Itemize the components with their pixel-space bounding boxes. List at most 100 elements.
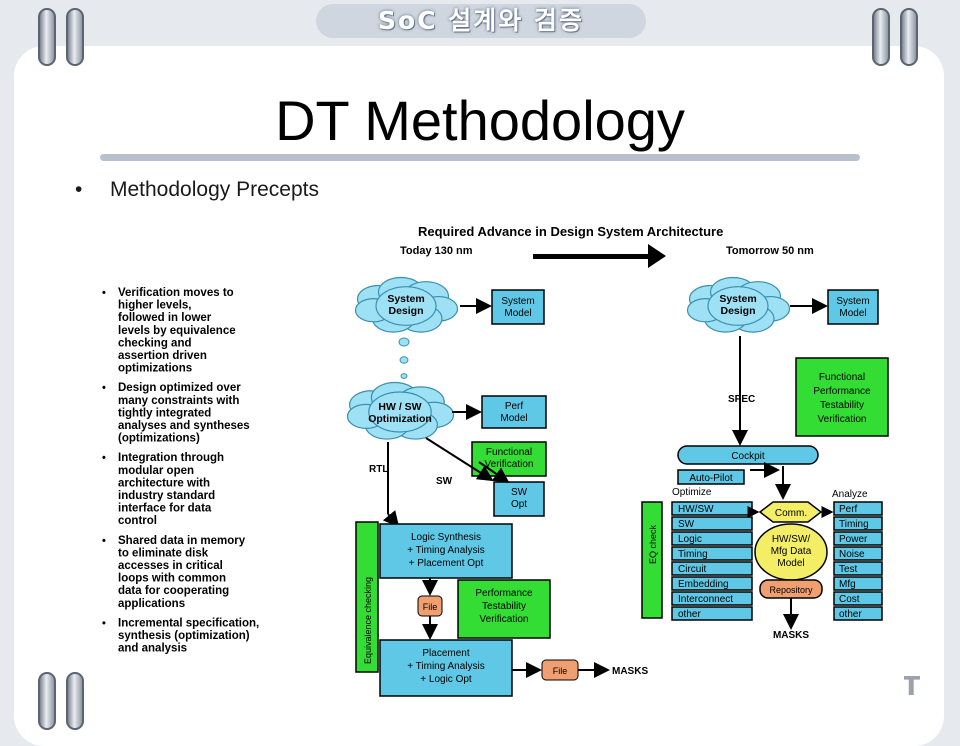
binder-ring-icon [872, 8, 890, 66]
perf-model-label: Model [500, 413, 527, 424]
repository-label: Repository [769, 585, 813, 595]
analyze-item-box [833, 591, 883, 606]
precept-line: Incremental specification, [118, 617, 259, 629]
arrow-sw [425, 437, 494, 482]
hwsw-optimization-cloud [346, 381, 455, 440]
precept-line: industry standard [118, 490, 215, 502]
analyze-item-box [833, 561, 883, 576]
functional-performance-box [795, 357, 889, 437]
functional-performance-label: Performance [813, 386, 871, 397]
arrow-to-sw-opt [478, 461, 510, 484]
precept-line: checking and [118, 337, 192, 349]
precept-line: to eliminate disk [118, 547, 209, 559]
comm-label: Comm. [775, 508, 807, 519]
optimize-item-label: other [678, 609, 701, 620]
precept-line: control [118, 515, 157, 527]
analyze-item-box [833, 576, 883, 591]
precept-line: and analysis [118, 643, 187, 655]
optimize-item-box [671, 591, 753, 606]
analyze-item-label: Test [839, 564, 858, 575]
analyze-label: Analyze [832, 489, 868, 500]
eq-check-bar [641, 501, 663, 619]
auto-pilot-label: Auto-Pilot [689, 473, 733, 484]
analyze-item-label: Power [839, 534, 868, 545]
data-model-label: Model [777, 558, 804, 569]
analyze-item-label: Mfg [839, 579, 856, 590]
slide: SoC 설계와 검증 DT Methodology • Methodology … [14, 4, 944, 746]
precept-bullet: • [102, 535, 106, 547]
precept-line: tightly integrated [118, 407, 211, 419]
performance-testability-label: Verification [480, 614, 529, 625]
masks-label-left: MASKS [612, 666, 648, 677]
optimize-item-label: Interconnect [678, 594, 733, 605]
precept-line: Verification moves to [118, 287, 234, 299]
logic-synthesis-label: + Timing Analysis [407, 545, 485, 556]
tomorrow-label: Tomorrow 50 nm [726, 245, 814, 257]
system-design-label: Design [388, 305, 423, 317]
sw-label: SW [436, 476, 453, 487]
logic-synthesis-box [379, 523, 513, 579]
precept-bullet: • [102, 382, 106, 394]
logic-synthesis-label: Logic Synthesis [411, 532, 481, 543]
analyze-item-label: Noise [839, 549, 865, 560]
analyze-item-label: Timing [839, 519, 869, 530]
precept-line: data for cooperating [118, 585, 229, 597]
cockpit-label: Cockpit [731, 451, 765, 462]
perf-model-label: Perf [505, 401, 524, 412]
advance-arrow-head [648, 244, 666, 268]
slide-title: DT Methodology [275, 89, 685, 152]
optimize-item-label: Timing [678, 549, 708, 560]
optimize-item-box [671, 561, 753, 576]
functional-performance-label: Verification [818, 414, 867, 425]
rtl-label: RTL [369, 464, 388, 475]
analyze-item-box [833, 501, 883, 516]
diagram-heading: Required Advance in Design System Archit… [418, 224, 723, 239]
data-model-label: HW/SW/ [772, 534, 811, 545]
system-design-cloud-right [686, 276, 791, 333]
binder-ring-icon [900, 8, 918, 66]
comm-hexagon [758, 501, 823, 523]
masks-label-right: MASKS [773, 630, 809, 641]
thought-bubble [400, 373, 408, 379]
thought-bubble [398, 337, 410, 347]
precept-line: optimizations [118, 363, 192, 375]
equivalence-checking-label: Equivalence checking [363, 577, 373, 664]
analyze-item-label: other [839, 609, 862, 620]
output-file-label: File [553, 666, 568, 676]
functional-verification-label: Verification [485, 459, 534, 470]
precept-line: applications [118, 598, 185, 610]
precept-bullet: • [102, 287, 106, 299]
placement-label: Placement [422, 648, 469, 659]
precept-line: (optimizations) [118, 433, 200, 445]
bullet-text: Methodology Precepts [110, 178, 319, 201]
functional-performance-label: Testability [820, 400, 864, 411]
precept-line: Integration through [118, 452, 224, 464]
precept-line: followed in lower [118, 312, 212, 324]
precept-line: loops with common [118, 573, 226, 585]
precept-line: architecture with [118, 477, 210, 489]
title-underline [100, 154, 860, 161]
file-label: File [423, 602, 438, 612]
cloud-lobe [707, 286, 769, 326]
optimize-item-label: HW/SW [678, 504, 714, 515]
placement-label: + Logic Opt [420, 674, 472, 685]
precept-line: higher levels, [118, 300, 192, 312]
analyze-item-box [833, 516, 883, 531]
analyze-item-box [833, 546, 883, 561]
analyze-item-label: Cost [839, 594, 860, 605]
optimize-item-box [671, 576, 753, 591]
binder-ring-icon [38, 8, 56, 66]
data-model-label: Mfg Data [771, 546, 812, 557]
spec-label: SPEC [728, 394, 755, 405]
precept-line: levels by equivalence [118, 325, 236, 337]
precept-line: Design optimized over [118, 382, 241, 394]
system-model-label-right: System [836, 296, 869, 307]
auto-pilot-box [677, 469, 745, 485]
optimize-item-label: Embedding [678, 579, 729, 590]
system-model-label: System [501, 296, 534, 307]
precept-line: synthesis (optimization) [118, 630, 250, 642]
system-model-label-right: Model [839, 308, 866, 319]
system-design-label: System [387, 293, 424, 305]
eq-check-label: EQ check [648, 524, 658, 564]
system-design-cloud [354, 276, 459, 333]
